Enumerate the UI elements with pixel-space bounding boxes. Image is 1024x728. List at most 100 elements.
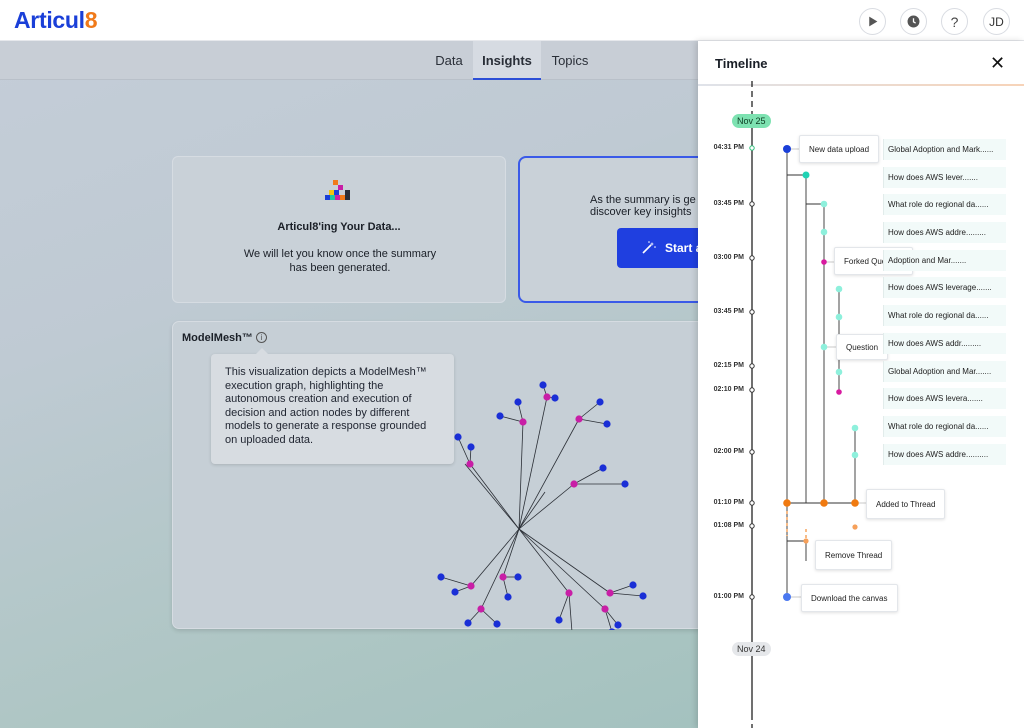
mesh-edge	[578, 418, 608, 425]
action-node[interactable]	[514, 398, 522, 406]
action-node[interactable]	[493, 620, 501, 628]
decision-node[interactable]	[499, 573, 507, 581]
action-node[interactable]	[614, 621, 622, 629]
time-label: 02:15 PM	[713, 362, 744, 369]
action-node[interactable]	[437, 573, 445, 581]
event-download-canvas[interactable]: Download the canvas	[801, 584, 898, 612]
info-icon[interactable]: i	[256, 332, 267, 343]
question-item[interactable]: How does AWS addre.........	[883, 222, 1006, 243]
start-button-label: Start a	[665, 241, 698, 255]
question-item[interactable]: How does AWS leverage.......	[883, 277, 1006, 298]
start-button[interactable]: Start a	[617, 228, 698, 268]
decision-node[interactable]	[519, 418, 527, 426]
mesh-edge	[518, 421, 524, 530]
decision-node[interactable]	[543, 393, 551, 401]
history-button[interactable]	[900, 8, 927, 35]
question-item[interactable]: Global Adoption and Mar.......	[883, 361, 1006, 382]
timeline-header: Timeline ✕	[698, 41, 1024, 86]
clock-icon	[907, 15, 920, 28]
user-avatar[interactable]: JD	[983, 8, 1010, 35]
action-node[interactable]	[599, 464, 607, 472]
question-item[interactable]: Adoption and Mar.......	[883, 250, 1006, 271]
tab-data[interactable]: Data	[435, 53, 463, 68]
time-label: 03:45 PM	[713, 308, 744, 315]
mesh-edge	[609, 592, 644, 597]
decision-node[interactable]	[570, 480, 578, 488]
mesh-edge	[480, 528, 520, 610]
mesh-edge	[480, 608, 498, 625]
decision-node[interactable]	[575, 415, 583, 423]
action-node[interactable]	[596, 398, 604, 406]
action-node[interactable]	[629, 581, 637, 589]
mesh-edge	[502, 528, 520, 578]
mesh-edge	[518, 483, 575, 530]
tab-topics[interactable]: Topics	[551, 53, 589, 68]
action-node[interactable]	[454, 433, 462, 441]
summary-prompt-line1: As the summary is ge	[590, 194, 696, 206]
mesh-edge	[440, 576, 472, 587]
modelmesh-title: ModelMesh™	[182, 332, 253, 344]
action-node[interactable]	[514, 573, 522, 581]
close-icon[interactable]: ✕	[990, 53, 1006, 73]
question-item[interactable]: What role do regional da......	[883, 305, 1006, 326]
play-button[interactable]	[859, 8, 886, 35]
time-label: 01:08 PM	[713, 522, 744, 529]
question-item[interactable]: How does AWS lever.......	[883, 167, 1006, 188]
loading-subtitle: We will let you know once the summary ha…	[243, 248, 437, 274]
decision-node[interactable]	[466, 460, 474, 468]
action-node[interactable]	[464, 619, 472, 627]
decision-node[interactable]	[601, 605, 609, 613]
action-node[interactable]	[621, 480, 629, 488]
summary-prompt-line2: discover key insights	[590, 206, 692, 218]
event-remove-thread[interactable]: Remove Thread	[815, 540, 893, 570]
question-item[interactable]: What role do regional da......	[883, 194, 1006, 215]
action-node[interactable]	[539, 381, 547, 389]
mesh-edge	[609, 584, 634, 594]
mesh-edge	[499, 415, 524, 423]
decision-node[interactable]	[606, 589, 614, 597]
decision-node[interactable]	[565, 589, 573, 597]
date-pill-bottom: Nov 24	[732, 642, 771, 656]
action-node[interactable]	[467, 443, 475, 451]
question-item[interactable]: Global Adoption and Mark......	[883, 139, 1006, 160]
action-node[interactable]	[603, 420, 611, 428]
action-node[interactable]	[555, 616, 563, 624]
mesh-edge	[518, 396, 548, 530]
avatar-initials: JD	[989, 14, 1004, 29]
help-button[interactable]: ?	[941, 8, 968, 35]
logo-suffix: 8	[84, 7, 98, 33]
logo[interactable]: Articul8	[14, 7, 98, 34]
action-node[interactable]	[496, 412, 504, 420]
decision-node[interactable]	[477, 605, 485, 613]
question-item[interactable]: What role do regional da......	[883, 416, 1006, 437]
action-node[interactable]	[504, 593, 512, 601]
tab-insights[interactable]: Insights	[473, 41, 541, 80]
mesh-edge	[558, 592, 570, 621]
mesh-edge	[464, 463, 520, 530]
action-node[interactable]	[639, 592, 647, 600]
time-label: 02:00 PM	[713, 448, 744, 455]
mesh-edge	[518, 491, 546, 530]
mesh-edge	[518, 418, 580, 530]
modelmesh-graph[interactable]	[173, 322, 698, 630]
mesh-edge	[573, 467, 604, 485]
timeline-panel: Timeline ✕	[698, 41, 1024, 728]
event-added-to-thread[interactable]: Added to Thread	[866, 489, 946, 519]
action-node[interactable]	[551, 394, 559, 402]
play-icon	[869, 16, 878, 27]
time-label: 04:31 PM	[713, 144, 744, 151]
question-item[interactable]: How does AWS levera.......	[883, 388, 1006, 409]
action-node[interactable]	[451, 588, 459, 596]
question-item[interactable]: How does AWS addre..........	[883, 444, 1006, 465]
event-question[interactable]: Question	[836, 334, 889, 360]
magic-wand-icon	[642, 241, 656, 254]
event-new-data-upload[interactable]: New data upload	[799, 135, 880, 163]
time-label: 01:00 PM	[713, 593, 744, 600]
question-item[interactable]: How does AWS addr.........	[883, 333, 1006, 354]
mesh-edge	[457, 436, 471, 465]
mesh-edge	[604, 608, 612, 630]
action-node[interactable]	[608, 628, 615, 630]
mesh-edge	[518, 528, 570, 594]
summary-loading-card: Articul8'ing Your Data... We will let yo…	[172, 156, 506, 303]
decision-node[interactable]	[467, 582, 475, 590]
